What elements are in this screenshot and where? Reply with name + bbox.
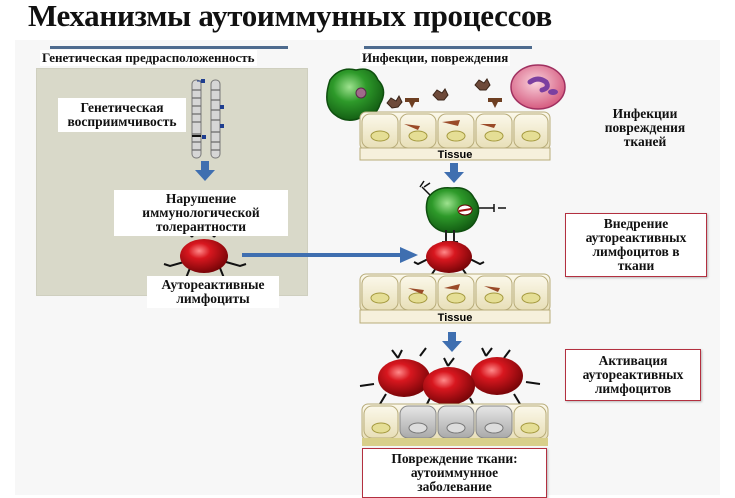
right-column-header: Инфекции, повреждения [360,50,511,66]
label-line: лимфоциты [176,291,250,306]
chromosome-icon [191,79,224,159]
genetic-susceptibility-label: Генетическая восприимчивость [58,98,186,132]
label-line: тканей [623,134,667,149]
label-line: заболевание [417,479,492,494]
autoreactive-lymphocyte-icon [426,241,472,273]
tissue-layer [359,273,551,324]
tissue-label-2: Tissue [438,312,473,324]
autoreactive-lymphocyte-icon [378,359,430,397]
label-line: аутореактивных [585,230,687,245]
apc-cell-icon [419,180,506,212]
lymphocyte-cell [180,239,228,273]
neutrophil-icon [510,64,566,110]
label-line: лимфоцитов в [592,244,680,259]
label-line: аутореактивных [582,367,684,382]
label-line: толерантности [155,219,247,234]
pathogen-icon [386,78,491,109]
label-line: Активация [598,353,668,368]
label-line: Нарушение [165,191,237,206]
autoreactive-lymphocyte-icon [471,357,523,395]
damaged-tissue-layer [361,403,549,446]
label-line: повреждения [604,120,686,135]
autoreactive-lymphocytes-label: Аутореактивные лимфоциты [147,276,279,308]
left-header-rule [50,46,288,49]
step1-label: Инфекции повреждения тканей [590,107,700,149]
right-header-rule [364,46,532,49]
arrow-right-icon [242,247,418,263]
tolerance-breakdown-label: Нарушение иммунологической толерантности [114,190,288,236]
tissue-layer [359,98,551,161]
apc-cell [425,186,480,234]
arrow-down-icon [195,161,215,181]
label-line: аутоиммунное [410,465,499,480]
label-line: иммунологической [142,205,260,220]
tissue-label-1: Tissue [438,149,473,161]
outcome-box: Повреждение ткани: аутоиммунное заболева… [362,448,547,498]
autoreactive-lymphocyte-icon [423,367,475,405]
apc-cell-icon [326,68,385,121]
step2-box: Внедрение аутореактивных лимфоцитов в тк… [565,213,707,277]
step3-box: Активация аутореактивных лимфоцитов [565,349,701,401]
label-line: Генетическая [80,100,164,115]
label-line: лимфоцитов [594,381,672,396]
lymphocyte-projections [359,347,541,411]
label-line: Аутореактивные [161,277,265,292]
label-line: Повреждение ткани: [391,451,518,466]
label-line: Внедрение [603,216,669,231]
label-line: Инфекции [612,106,678,121]
left-column-header: Генетическая предрасположенность [40,50,257,66]
label-line: ткани [617,258,655,273]
page-title: Механизмы аутоиммунных процессов [28,0,552,33]
label-line: восприимчивость [67,114,177,129]
